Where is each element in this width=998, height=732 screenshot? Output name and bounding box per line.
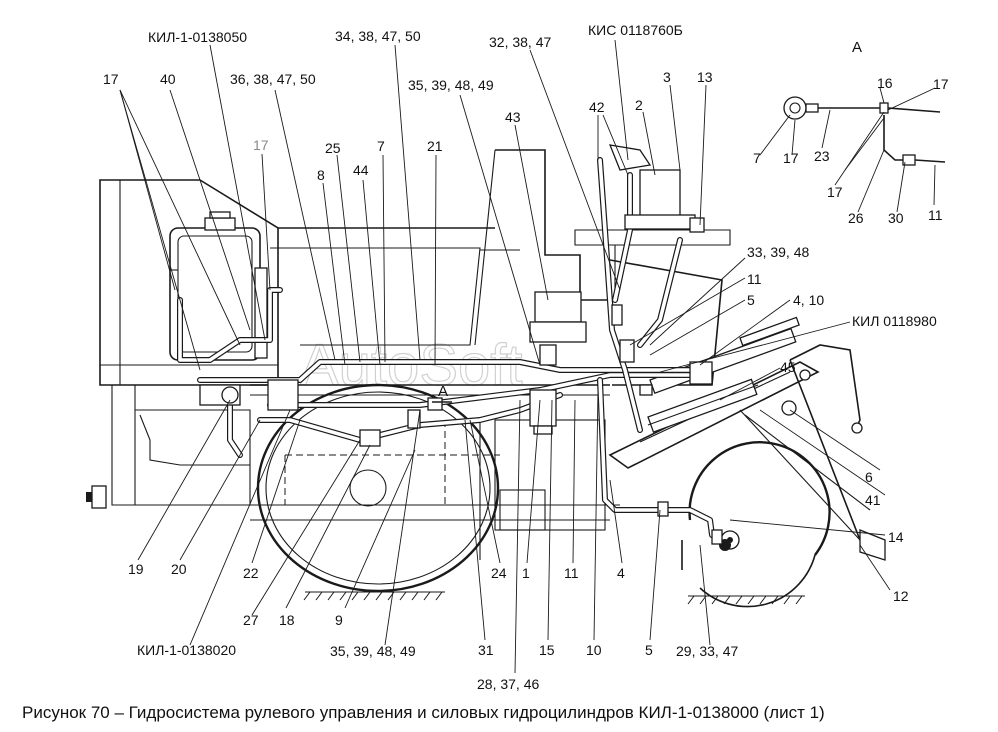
label-top-8: 8: [317, 167, 325, 183]
label-top-17b: 17: [253, 137, 269, 153]
drive-wheel: [256, 383, 500, 593]
label-kil-0138050: КИЛ-1-0138050: [148, 29, 247, 45]
label-bottom-19: 19: [128, 561, 144, 577]
label-top-43: 43: [505, 109, 521, 125]
label-top-2: 2: [635, 97, 643, 113]
label-top-13: 13: [697, 69, 713, 85]
label-inset-30: 30: [888, 210, 904, 226]
label-inset-16: 16: [877, 75, 893, 91]
label-top-44: 44: [353, 162, 369, 178]
label-inset-26: 26: [848, 210, 864, 226]
label-top-3: 3: [663, 69, 671, 85]
label-inset-17a: 17: [933, 76, 949, 92]
label-inset-17b: 17: [783, 150, 799, 166]
label-bottom-4: 4: [617, 565, 625, 581]
label-inset-17c: 17: [827, 184, 843, 200]
label-bottom-31: 31: [478, 642, 494, 658]
components: [199, 144, 731, 551]
label-bottom-5: 5: [645, 642, 653, 658]
label-kis-0118760b: КИС 0118760Б: [588, 22, 683, 38]
label-top-35-39-48-49: 35, 39, 48, 49: [408, 77, 494, 93]
label-inset-7: 7: [753, 150, 761, 166]
label-right-41: 41: [865, 492, 881, 508]
label-bottom-24: 24: [491, 565, 507, 581]
label-bottom-35-39-48-49: 35, 39, 48, 49: [330, 643, 416, 659]
ground-lines: [303, 591, 805, 605]
label-bottom-22: 22: [243, 565, 259, 581]
label-top-40: 40: [160, 71, 176, 87]
label-bottom-15: 15: [539, 642, 555, 658]
label-top-21: 21: [427, 138, 443, 154]
label-top-34-38-47-50: 34, 38, 47, 50: [335, 28, 421, 44]
watermark: AutoSoft: [300, 333, 522, 398]
leader-lines: [119, 39, 936, 674]
label-top-7: 7: [377, 138, 385, 154]
label-right-4-10: 4, 10: [793, 292, 824, 308]
figure-caption: Рисунок 70 – Гидросистема рулевого управ…: [22, 703, 825, 722]
label-right-5: 5: [747, 292, 755, 308]
label-bottom-1: 1: [522, 565, 530, 581]
label-right-11: 11: [747, 271, 762, 287]
view-marker-a: А: [438, 383, 448, 400]
label-bottom-27: 27: [243, 612, 259, 628]
label-top-25: 25: [325, 140, 341, 156]
label-inset-23: 23: [814, 148, 830, 164]
label-bottom-10: 10: [586, 642, 602, 658]
label-inset-11: 11: [928, 207, 943, 223]
label-right-12: 12: [893, 588, 909, 604]
label-bottom-29-33-47: 29, 33, 47: [676, 643, 738, 659]
inset-title-a: А: [852, 39, 862, 56]
label-right-45: 45: [780, 359, 796, 375]
label-right-6: 6: [865, 469, 873, 485]
label-bottom-20: 20: [171, 561, 187, 577]
label-bottom-11: 11: [564, 565, 579, 581]
label-right-14: 14: [888, 529, 904, 545]
label-top-17a: 17: [103, 71, 119, 87]
label-top-36-38-47-50: 36, 38, 47, 50: [230, 71, 316, 87]
label-bottom-28-37-46: 28, 37, 46: [477, 676, 539, 692]
label-bottom-9: 9: [335, 612, 343, 628]
label-kil-0118980: КИЛ 0118980: [852, 313, 937, 329]
label-bottom-18: 18: [279, 612, 295, 628]
label-top-42: 42: [589, 99, 605, 115]
inset-view-a: [783, 96, 946, 166]
label-kil-0138020: КИЛ-1-0138020: [137, 642, 236, 658]
label-right-33-39-48: 33, 39, 48: [747, 244, 809, 260]
label-top-32-38-47: 32, 38, 47: [489, 34, 551, 50]
